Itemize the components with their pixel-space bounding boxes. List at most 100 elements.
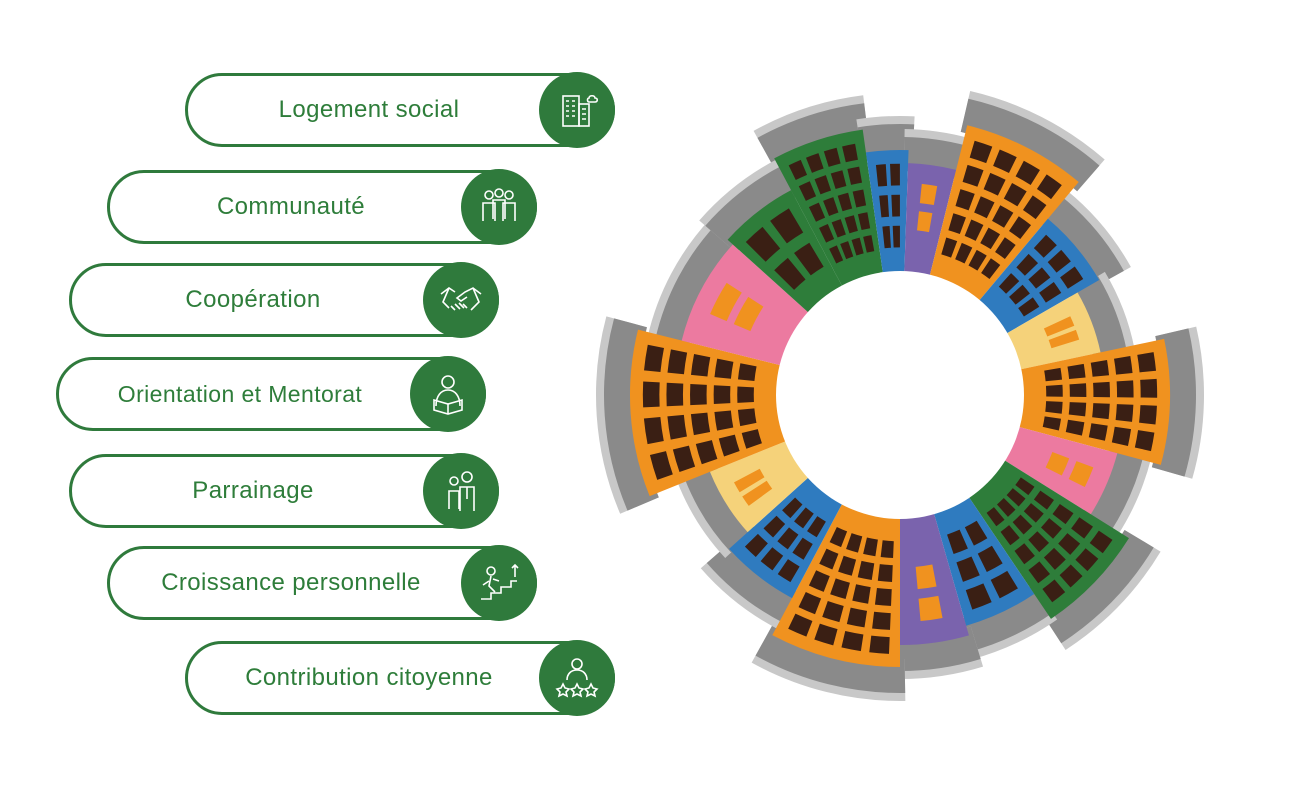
house-window [847,166,863,185]
house-window [667,414,687,440]
community-icon [461,169,537,245]
house-window [643,416,664,445]
house-window [882,226,891,249]
house-window [1047,249,1071,273]
house-window [996,498,1016,517]
house-window [1022,195,1047,220]
house-window [1065,419,1085,436]
house-window [1071,517,1093,539]
house-window [1068,461,1094,488]
item-label: Parrainage [192,477,314,504]
house-window [1089,530,1113,554]
house-window [822,601,844,623]
house-window [880,540,894,558]
house-window [690,353,711,377]
roof [1068,276,1127,358]
house-window [918,595,943,622]
house-window [968,249,987,271]
house-window [823,197,839,216]
house-window [986,507,1005,527]
house-window [1060,266,1084,289]
house-window [840,241,854,260]
house-window [948,213,966,235]
house-window [863,537,878,557]
item-orientation-mentorat: Orientation et Mentorat [56,356,486,432]
item-label: Logement social [278,96,460,123]
house-window [710,282,742,322]
house-window [891,194,900,217]
house-window [1016,253,1039,276]
house-window [852,584,871,604]
house-window [1088,423,1108,441]
house-window [1006,488,1026,507]
item-parrainage: Parrainage [69,453,499,529]
house-window [830,578,850,599]
house-window [807,516,826,538]
house-window [919,183,938,206]
growth-icon [461,545,537,621]
house-window [955,189,975,211]
house-green [727,190,843,314]
house-window [1069,383,1087,397]
house-window [733,296,764,332]
house-window [713,385,731,404]
house-window [851,237,864,256]
house-window [995,237,1016,260]
house-window [798,591,822,615]
house-window [1045,401,1063,414]
item-croissance-personnelle: Croissance personnelle [107,545,537,621]
house-window [823,147,841,167]
house-window [1012,514,1033,535]
house-window [829,526,848,548]
house-window [1052,503,1074,525]
item-contribution-citoyenne: Contribution citoyenne [185,640,615,716]
house-window [1033,490,1054,510]
roof [705,165,799,249]
house-window [642,381,660,408]
house-window [788,159,808,180]
house-window [892,225,900,248]
house-window [792,537,813,560]
house-window [1140,378,1158,398]
house-window [1092,403,1110,420]
house-window [1044,367,1063,382]
wheel-center [776,271,1024,519]
house-window [993,149,1017,173]
house-window [760,547,784,571]
item-communaute: Communauté [107,169,537,245]
house-window [695,440,718,465]
house-window [879,195,890,218]
roof [655,223,742,347]
house-window [814,175,832,195]
item-label: Contribution citoyenne [245,664,493,691]
house-window [1139,405,1157,425]
house-window [742,480,773,506]
house-window [1090,359,1110,377]
house-window [741,429,762,449]
house-window [852,189,867,208]
house-window [763,515,786,538]
roof [1042,529,1154,644]
house-window [672,445,696,473]
house-window [667,349,688,375]
house-window [956,556,980,582]
house-window [737,363,757,382]
house-window [1114,356,1133,375]
house-window [1058,533,1081,555]
house-window [734,468,765,493]
house-window [1014,543,1035,565]
roof [1039,196,1124,288]
roof [684,465,756,553]
house-window [1134,430,1155,452]
house-window [992,205,1014,228]
item-label: Orientation et Mentorat [117,380,363,407]
house-window [969,140,993,164]
house-window [1093,381,1110,398]
roof [960,585,1053,652]
house-window [863,235,875,253]
house-window [869,635,890,654]
house-window [644,344,664,372]
house-window [690,383,707,406]
roof [1081,447,1144,532]
house-window [964,219,984,241]
